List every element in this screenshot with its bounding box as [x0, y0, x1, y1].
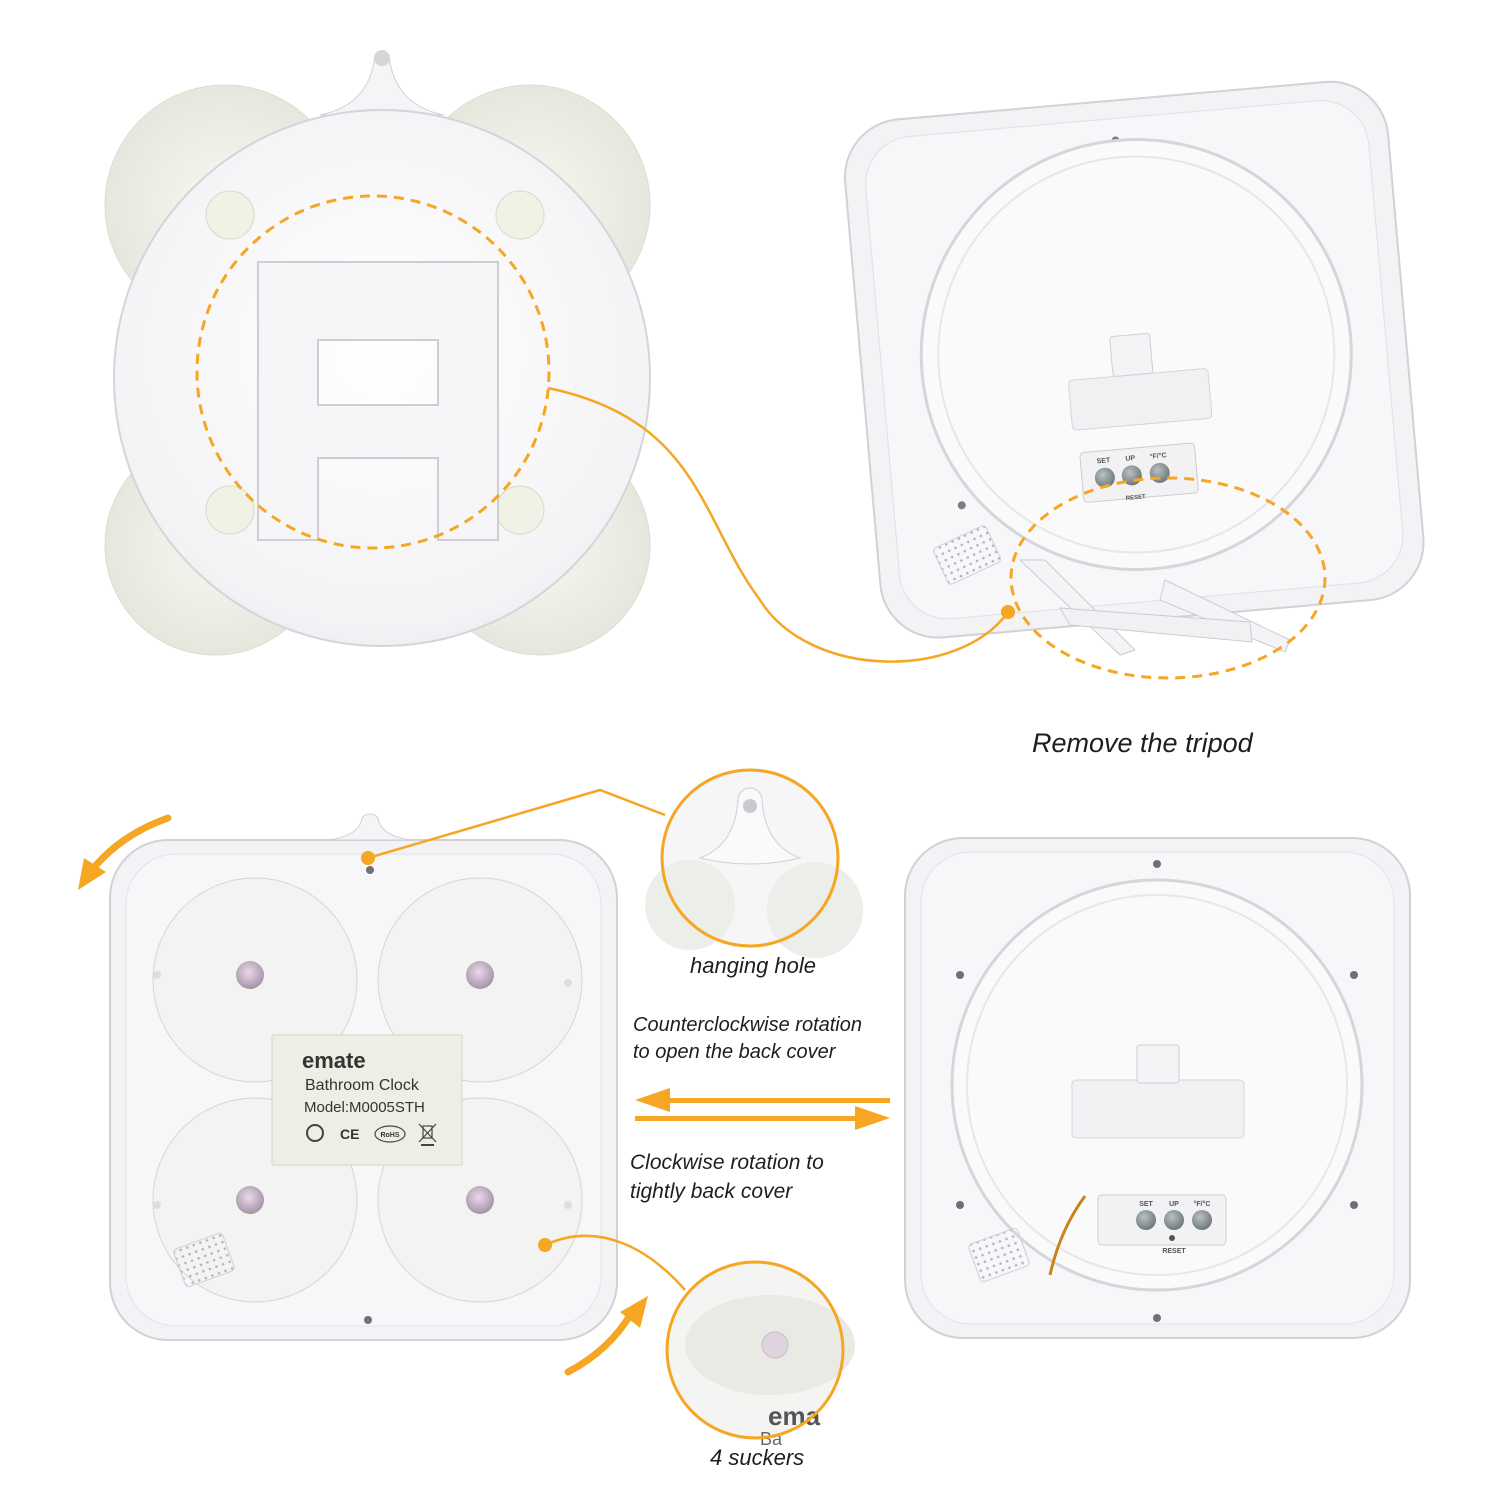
clockwise-caption-line: tightly back cover [630, 1180, 793, 1203]
sucker-nub [761, 1331, 789, 1359]
sucker-zoom: ema Ba [665, 1260, 855, 1449]
sucker-nub [495, 190, 545, 240]
product-name: Bathroom Clock [305, 1077, 420, 1094]
sucker-nub [205, 485, 255, 535]
set-button[interactable] [1094, 467, 1116, 489]
speaker-grill [173, 1232, 235, 1288]
unit-button[interactable] [1192, 1210, 1212, 1230]
sucker-nub [466, 961, 494, 989]
screw [956, 1201, 964, 1209]
assembled-back-view: emate Bathroom Clock Model:M0005STH CE R… [109, 813, 618, 1341]
speaker-grill [933, 525, 1002, 585]
open-back-cover-view: SET UP °F/°C RESET [904, 837, 1411, 1339]
unit-label: °F/°C [1194, 1200, 1211, 1208]
direction-arrows-icon [635, 1088, 890, 1130]
screw [1350, 1201, 1358, 1209]
screw [364, 1316, 372, 1324]
counterclockwise-caption-line: Counterclockwise rotation [633, 1014, 862, 1036]
back-with-tripod-view: SET UP °F/°C RESET [843, 80, 1425, 639]
reset-button[interactable] [1169, 1235, 1175, 1241]
tripod-stand [1018, 559, 1291, 656]
sucker-nub [466, 1186, 494, 1214]
suckers-caption: 4 suckers [710, 1445, 805, 1470]
highlight-ellipse [1009, 476, 1327, 680]
product-label [271, 1034, 463, 1166]
hanging-hole-zoom [645, 768, 863, 958]
remove-tripod-caption: Remove the tripod [1032, 728, 1253, 758]
hanging-hole [743, 799, 757, 813]
counterclockwise-caption: Counterclockwise rotation to open the ba… [633, 1012, 862, 1066]
unit-label: °F/°C [1149, 451, 1167, 460]
model-number: Model:M0005STH [304, 1099, 425, 1116]
clockwise-caption-line: Clockwise rotation to [630, 1151, 824, 1174]
highlight-circle [195, 194, 551, 550]
up-label: UP [1125, 455, 1136, 463]
screw [366, 866, 374, 874]
clock-back-body [113, 109, 651, 647]
latch [1136, 1044, 1180, 1084]
sucker-nub [236, 961, 264, 989]
sucker-nub [236, 1186, 264, 1214]
set-label: SET [1096, 457, 1111, 465]
screw [1153, 860, 1161, 868]
tripod-stand [257, 261, 499, 541]
speaker-grill [968, 1227, 1030, 1283]
up-button[interactable] [1164, 1210, 1184, 1230]
screw [1350, 971, 1358, 979]
screw [956, 971, 964, 979]
ce-mark: CE [340, 1126, 359, 1142]
counterclockwise-arrow-icon [88, 814, 172, 874]
rohs-mark: RoHS [380, 1132, 399, 1139]
back-with-suckers-view [104, 50, 651, 656]
screw [957, 501, 966, 510]
callout-connector [547, 386, 1010, 663]
sucker-nub [205, 190, 255, 240]
battery-wire [1048, 1195, 1087, 1276]
sucker-nub [495, 485, 545, 535]
set-label: SET [1139, 1201, 1153, 1208]
latch [1109, 333, 1154, 377]
cert-icon [306, 1124, 324, 1142]
counterclockwise-caption-line: to open the back cover [633, 1041, 836, 1063]
brand-name: emate [302, 1048, 366, 1073]
hanging-hole [374, 50, 390, 66]
battery-door [1071, 1079, 1245, 1139]
reset-label: RESET [1126, 494, 1147, 502]
callout-connector [544, 1234, 686, 1291]
screw [1153, 1314, 1161, 1322]
up-label: UP [1169, 1201, 1179, 1208]
set-button[interactable] [1136, 1210, 1156, 1230]
weee-bin-icon [418, 1123, 437, 1146]
button-panel [1097, 1194, 1227, 1246]
hanging-hole-caption: hanging hole [690, 953, 817, 978]
clockwise-caption: Clockwise rotation to tightly back cover [630, 1148, 824, 1206]
reset-label: RESET [1162, 1248, 1186, 1255]
callout-connector [367, 788, 666, 860]
clockwise-arrow-icon [564, 1308, 636, 1376]
callout-dot [1001, 605, 1015, 619]
